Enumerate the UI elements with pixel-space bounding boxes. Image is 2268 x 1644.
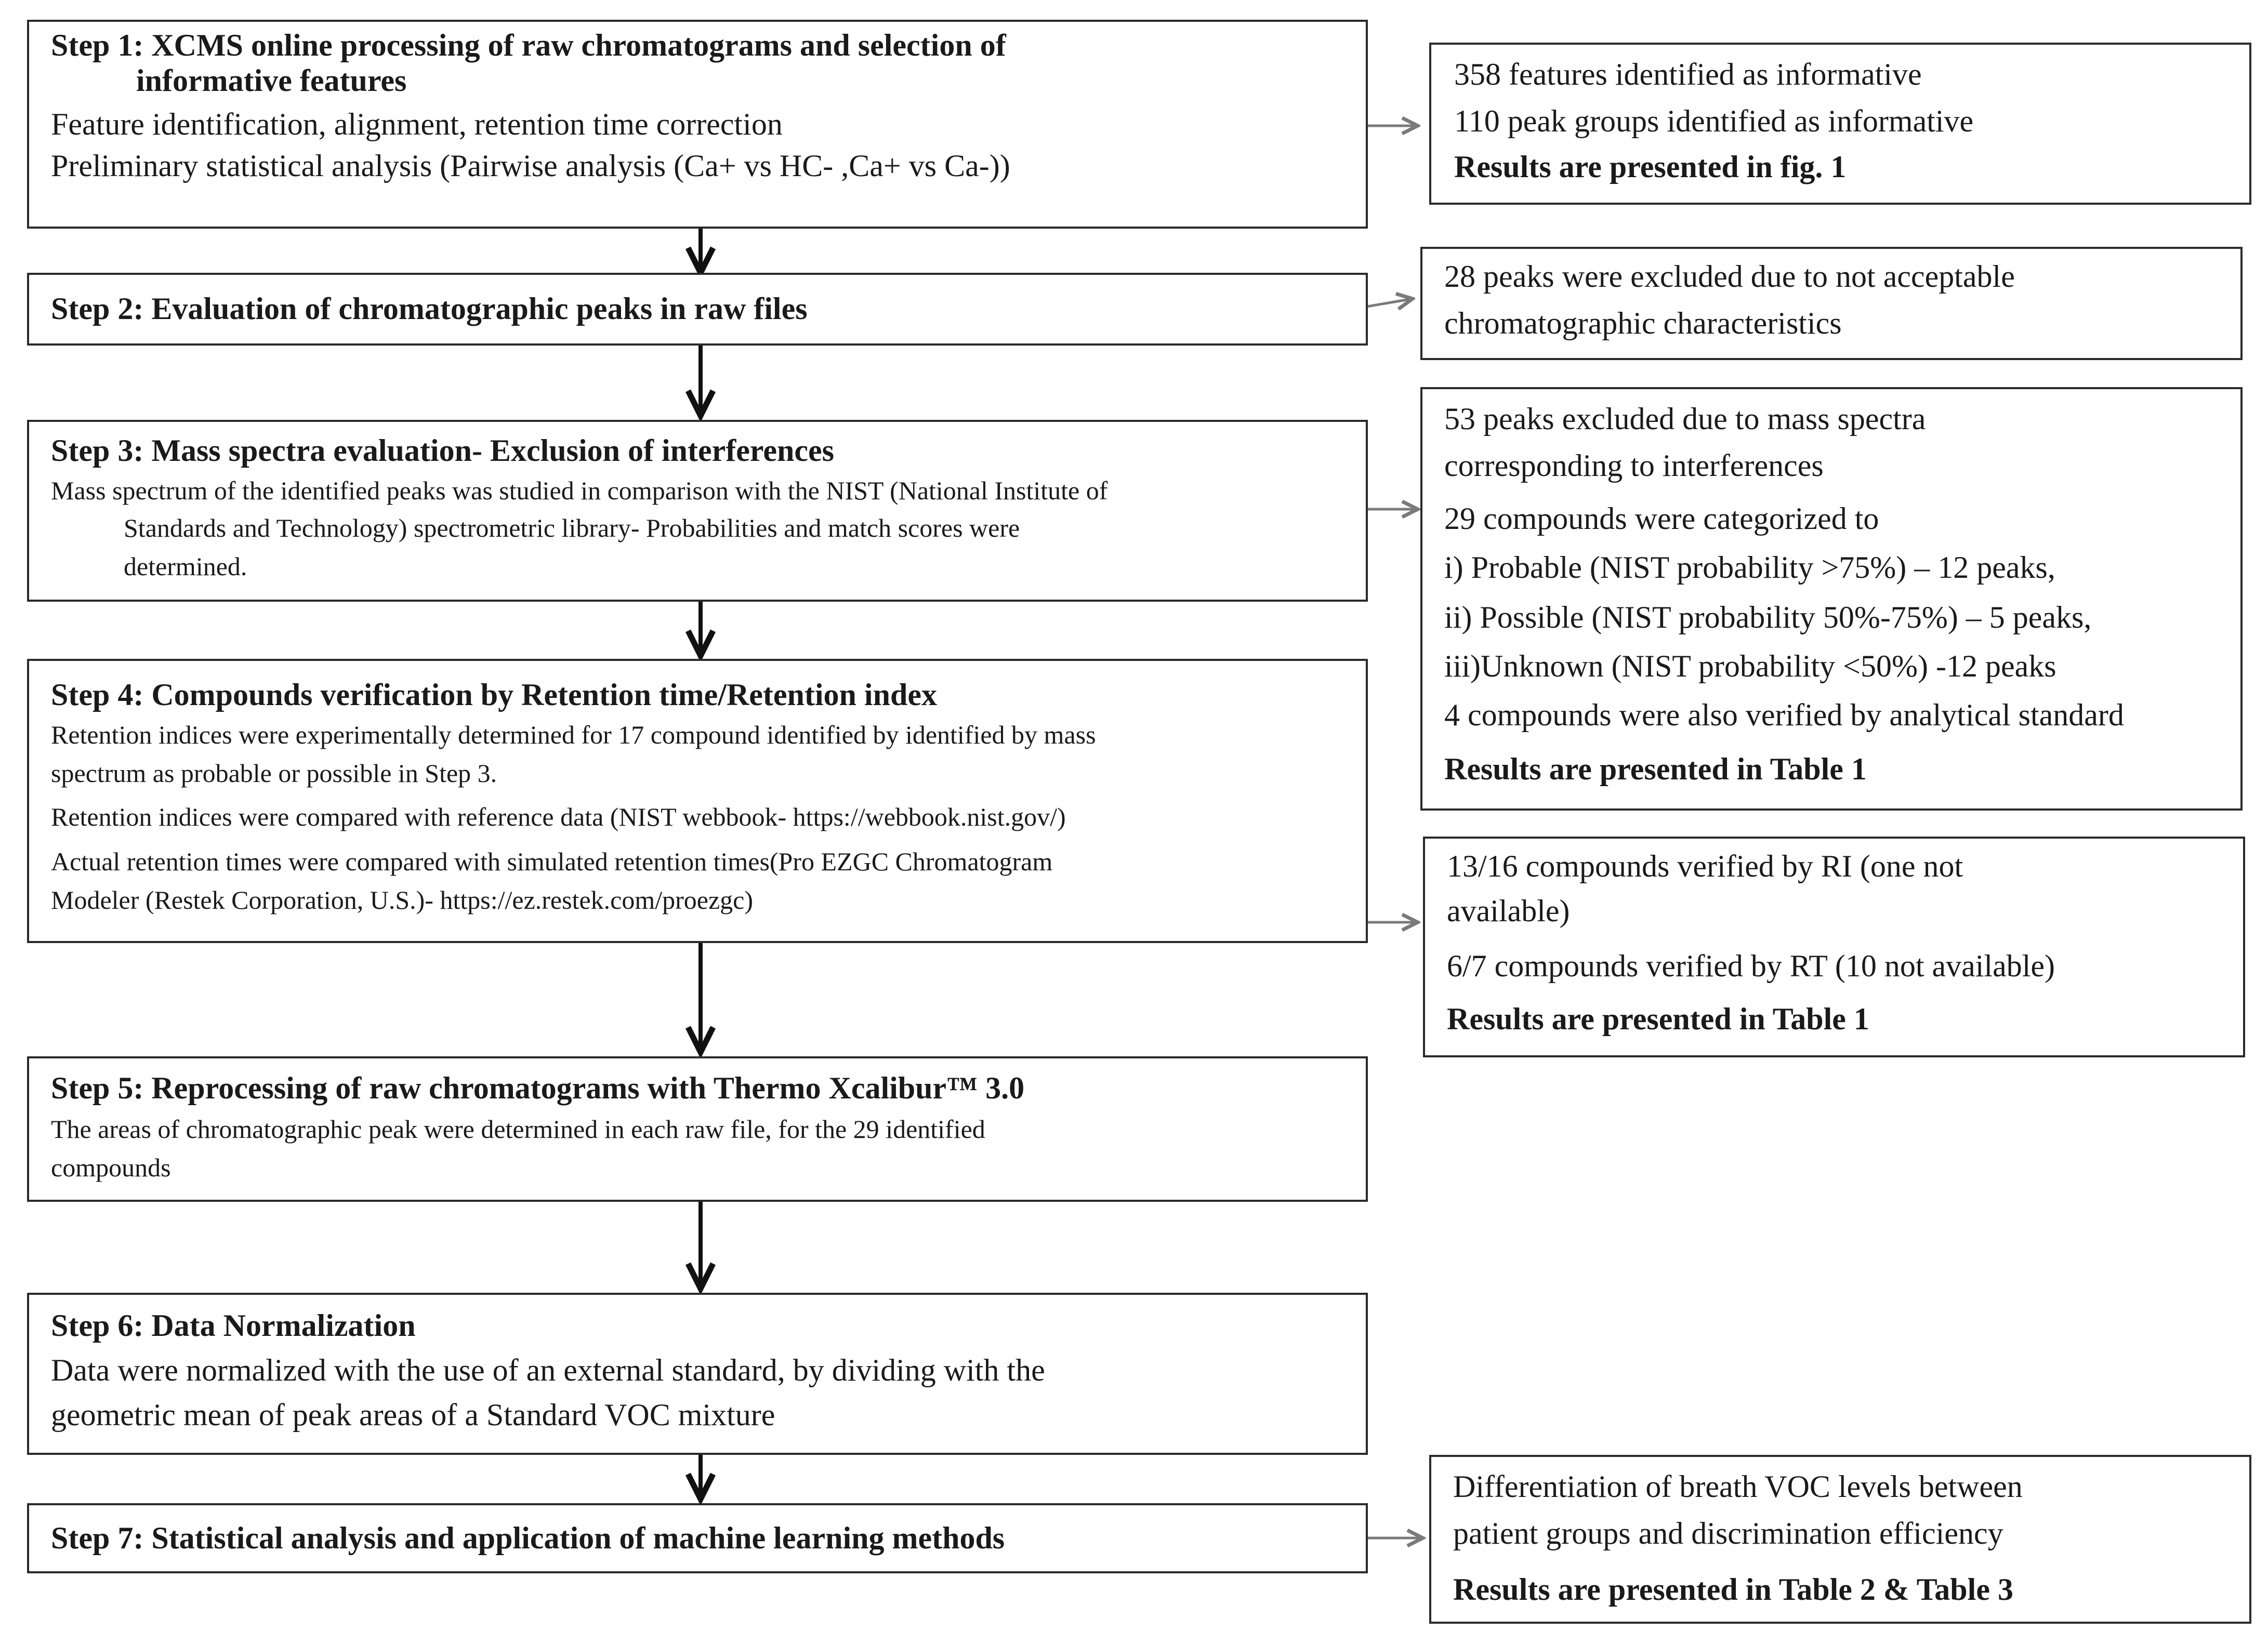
result-4-results-note: Results are presented in Table 1	[1447, 1002, 1869, 1036]
result-3-line-2: corresponding to interferences	[1444, 448, 1824, 483]
result-3-line-4: i) Probable (NIST probability >75%) – 12…	[1444, 550, 2055, 585]
result-3-box: 53 peaks excluded due to mass spectra co…	[1420, 387, 2243, 811]
step-6-line-2: geometric mean of peak areas of a Standa…	[51, 1398, 775, 1432]
result-1-line-1: 358 features identified as informative	[1454, 57, 1922, 91]
result-1-line-2: 110 peak groups identified as informativ…	[1454, 104, 1974, 138]
result-5-box: Differentiation of breath VOC levels bet…	[1429, 1455, 2251, 1624]
step-3-title: Step 3: Mass spectra evaluation- Exclusi…	[51, 433, 835, 468]
result-3-line-1: 53 peaks excluded due to mass spectra	[1444, 402, 1926, 436]
step-3-line-1: Mass spectrum of the identified peaks wa…	[51, 476, 1108, 505]
result-5-line-1: Differentiation of breath VOC levels bet…	[1453, 1469, 2023, 1504]
result-4-line-1: 13/16 compounds verified by RI (one not	[1447, 849, 1963, 883]
result-4-line-3: 6/7 compounds verified by RT (10 not ava…	[1447, 949, 2055, 983]
arrow-step2-to-result2	[1366, 299, 1413, 307]
step-4-title: Step 4: Compounds verification by Retent…	[51, 678, 937, 712]
result-3-line-6: iii)Unknown (NIST probability <50%) -12 …	[1444, 649, 2056, 683]
step-3-line-3: determined.	[124, 552, 247, 581]
step-5-line-1: The areas of chromatographic peak were d…	[51, 1115, 985, 1144]
step-2-title: Step 2: Evaluation of chromatographic pe…	[51, 291, 808, 326]
step-3-box: Step 3: Mass spectra evaluation- Exclusi…	[27, 420, 1368, 602]
step-1-line-2: Preliminary statistical analysis (Pairwi…	[51, 149, 1010, 183]
step-1-title-line-1: Step 1: XCMS online processing of raw ch…	[51, 28, 1006, 62]
result-2-line-1: 28 peaks were excluded due to not accept…	[1444, 259, 2015, 294]
result-3-results-note: Results are presented in Table 1	[1444, 752, 1867, 786]
result-1-results-note: Results are presented in fig. 1	[1454, 150, 1847, 184]
step-2-box: Step 2: Evaluation of chromatographic pe…	[27, 273, 1368, 346]
step-4-line-2: spectrum as probable or possible in Step…	[51, 759, 497, 788]
step-6-line-1: Data were normalized with the use of an …	[51, 1353, 1045, 1387]
result-2-line-2: chromatographic characteristics	[1444, 306, 1842, 340]
step-1-title-line-2: informative features	[136, 63, 407, 98]
step-7-box: Step 7: Statistical analysis and applica…	[27, 1503, 1368, 1573]
step-5-line-2: compounds	[51, 1153, 171, 1182]
step-1-line-1: Feature identification, alignment, reten…	[51, 107, 783, 141]
step-6-title: Step 6: Data Normalization	[51, 1308, 416, 1343]
step-5-title: Step 5: Reprocessing of raw chromatogram…	[51, 1071, 1025, 1105]
result-4-line-2: available)	[1447, 894, 1570, 928]
step-4-line-3: Retention indices were compared with ref…	[51, 802, 1066, 831]
result-5-line-2: patient groups and discrimination effici…	[1453, 1516, 2003, 1550]
step-4-box: Step 4: Compounds verification by Retent…	[27, 659, 1368, 943]
step-3-line-2: Standards and Technology) spectrometric …	[124, 513, 1020, 542]
step-4-line-5: Modeler (Restek Corporation, U.S.)- http…	[51, 885, 754, 914]
step-1-box: Step 1: XCMS online processing of raw ch…	[27, 20, 1368, 229]
step-7-title: Step 7: Statistical analysis and applica…	[51, 1521, 1005, 1555]
step-4-line-4: Actual retention times were compared wit…	[51, 847, 1053, 876]
step-5-box: Step 5: Reprocessing of raw chromatogram…	[27, 1056, 1368, 1202]
result-3-line-7: 4 compounds were also verified by analyt…	[1444, 698, 2124, 732]
result-3-line-3: 29 compounds were categorized to	[1444, 501, 1879, 536]
step-6-box: Step 6: Data Normalization Data were nor…	[27, 1293, 1368, 1455]
result-4-box: 13/16 compounds verified by RI (one not …	[1423, 837, 2245, 1057]
result-3-line-5: ii) Possible (NIST probability 50%-75%) …	[1444, 600, 2092, 634]
result-1-box: 358 features identified as informative 1…	[1429, 43, 2251, 205]
result-2-box: 28 peaks were excluded due to not accept…	[1420, 247, 2243, 360]
step-4-line-1: Retention indices were experimentally de…	[51, 720, 1096, 749]
result-5-results-note: Results are presented in Table 2 & Table…	[1453, 1572, 2013, 1607]
